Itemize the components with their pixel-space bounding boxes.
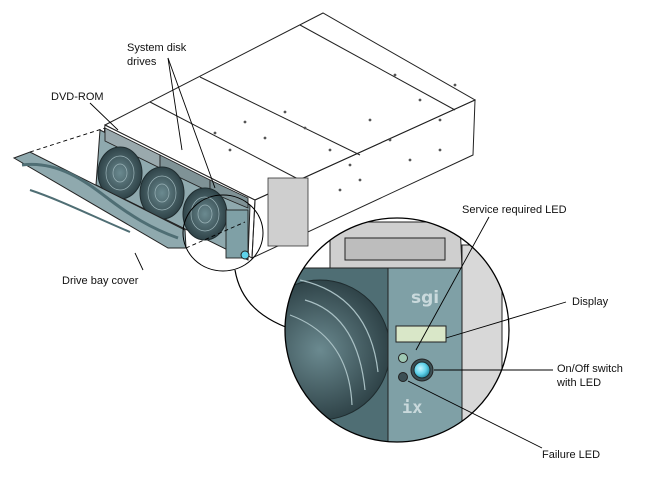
label-drive-bay-cover: Drive bay cover [62,275,139,287]
side-panel [267,177,309,247]
lcd-display [395,325,447,343]
label-system-disk: System disk [127,42,187,54]
sgi-logo: sgi [411,288,439,308]
server-chassis [95,12,477,261]
label-display: Display [572,296,609,308]
led-icon [398,372,408,382]
alignment-line [29,127,106,153]
zoom-circle [284,217,510,443]
top-seam [299,24,456,111]
power-button-icon [240,250,250,260]
alignment-line [185,221,246,249]
fan-icon [182,187,228,241]
label-service-led: Service required LED [462,204,567,216]
top-screws [213,73,457,167]
zoom-detail: sgi ix [284,217,510,443]
label-onoff-switch-2: with LED [556,377,601,389]
callout-lines [89,57,567,449]
drive-bay-cover [12,151,187,249]
label-failure-led: Failure LED [542,449,600,461]
front-control-panel [225,209,249,259]
fan-icon [285,279,391,421]
chassis-fans [97,146,228,241]
label-dvd-rom: DVD-ROM [51,91,104,103]
ix-logo: ix [402,398,422,418]
label-onoff-switch: On/Off switch [557,363,623,375]
led-icon [398,353,408,363]
top-seam [199,76,361,156]
detail-circle [182,194,264,272]
label-system-disk-2: drives [127,56,157,68]
system-disk-drive [209,179,249,209]
power-button-icon [413,361,431,379]
top-seam [149,101,301,181]
